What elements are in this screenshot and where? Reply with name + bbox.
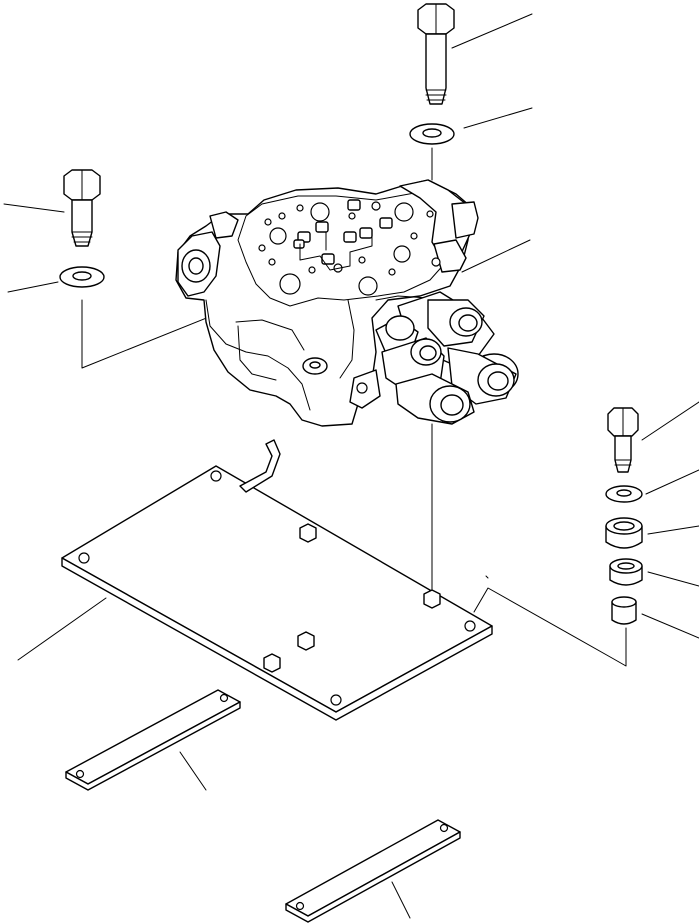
strap-icon	[285, 819, 461, 917]
leader-bolt-top	[451, 13, 533, 49]
align-right-stack	[473, 587, 627, 667]
control-valve-assembly	[175, 179, 479, 427]
washer-left	[59, 266, 105, 288]
leader-washer-left	[7, 281, 59, 293]
leader-washer-top	[463, 107, 533, 129]
strap-plate-lower	[285, 819, 461, 923]
bolt-top	[417, 3, 455, 105]
leader-strap-upper	[179, 751, 207, 791]
mount-cushion-lower	[609, 558, 643, 586]
spacer-collar	[611, 596, 637, 625]
leader-lines	[3, 13, 699, 919]
leader-washer-right	[645, 469, 699, 495]
leader-plate	[17, 597, 107, 661]
collar-icon	[611, 601, 637, 625]
spool-caps	[375, 291, 519, 425]
mount-cushion-upper	[605, 517, 643, 549]
strap-icon	[65, 689, 241, 785]
leader-strap-lower	[391, 881, 411, 919]
strap-plate-upper	[65, 689, 241, 791]
align-tick	[485, 575, 489, 579]
mounting-plate	[61, 439, 493, 721]
bolt-left	[63, 169, 101, 247]
bolt-right	[607, 407, 639, 473]
washer-right	[605, 485, 643, 503]
leader-cushion-upper	[647, 525, 699, 535]
leader-bolt-right	[641, 401, 699, 441]
bracket-hook-icon	[239, 439, 281, 493]
leader-bolt-left	[3, 203, 65, 213]
leader-collar	[641, 613, 699, 639]
weld-nuts	[263, 523, 441, 673]
washer-top	[409, 123, 455, 145]
leader-valve	[461, 239, 531, 273]
plate-icon	[61, 465, 493, 713]
leader-cushion-lower	[647, 571, 699, 587]
